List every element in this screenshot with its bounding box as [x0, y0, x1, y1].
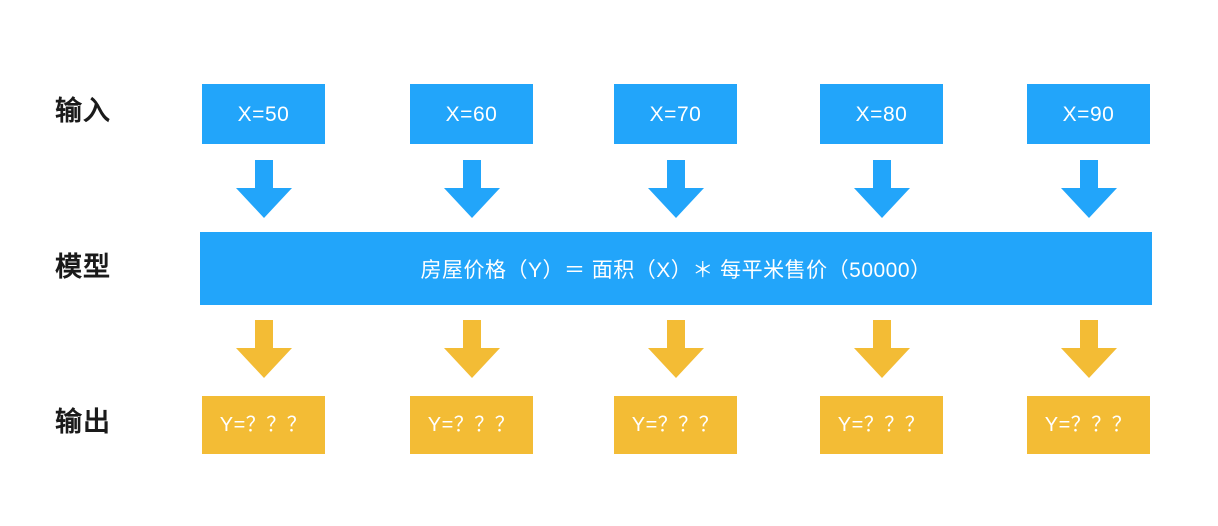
arrow-down-icon-input-3: [648, 160, 704, 218]
arrow-down-icon-input-1: [236, 160, 292, 218]
input-box-2: X=60: [410, 84, 533, 144]
arrow-down-icon-output-4: [854, 320, 910, 378]
arrow-down-icon-input-5: [1061, 160, 1117, 218]
output-box-4: Y=？？？: [820, 396, 943, 454]
output-box-3: Y=？？？: [614, 396, 737, 454]
arrow-down-icon-output-1: [236, 320, 292, 378]
output-box-5: Y=？？？: [1027, 396, 1150, 454]
input-box-3: X=70: [614, 84, 737, 144]
arrow-down-icon-input-2: [444, 160, 500, 218]
input-box-4: X=80: [820, 84, 943, 144]
arrow-down-icon-output-3: [648, 320, 704, 378]
input-box-5: X=90: [1027, 84, 1150, 144]
output-box-2: Y=？？？: [410, 396, 533, 454]
input-box-1: X=50: [202, 84, 325, 144]
row-label-model: 模型: [55, 252, 111, 282]
row-label-output: 输出: [55, 407, 111, 437]
arrow-down-icon-output-2: [444, 320, 500, 378]
arrow-down-icon-input-4: [854, 160, 910, 218]
row-label-input: 输入: [55, 96, 111, 126]
arrow-down-icon-output-5: [1061, 320, 1117, 378]
model-formula-bar: 房屋价格（Y）＝ 面积（X）＊ 每平米售价（50000）: [200, 232, 1152, 305]
output-box-1: Y=？？？: [202, 396, 325, 454]
